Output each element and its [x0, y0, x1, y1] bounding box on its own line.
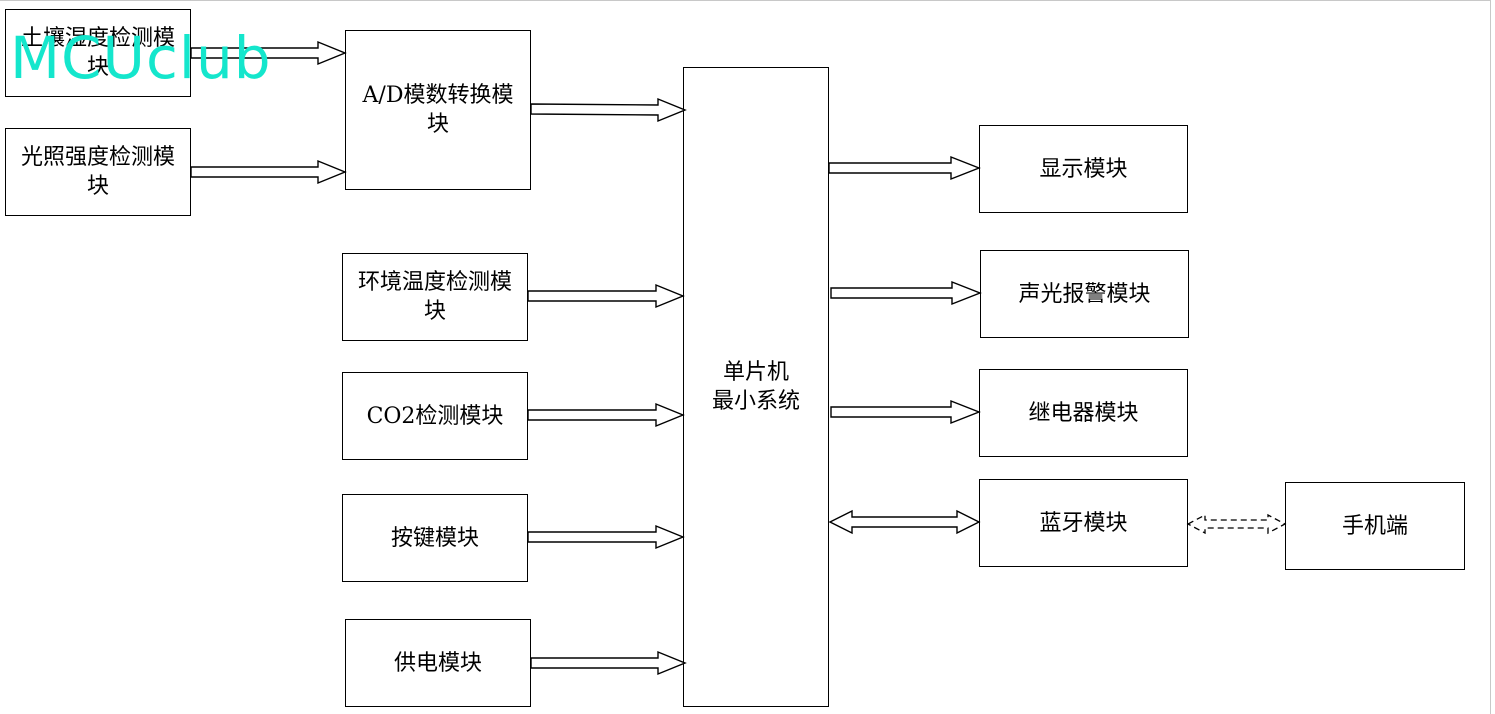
arrow-bluetooth-phone-dashed — [1186, 513, 1287, 535]
alarm-module-box: 声光报警模块 — [980, 250, 1189, 338]
display-label: 显示模块 — [1039, 156, 1128, 182]
phone-label: 手机端 — [1341, 513, 1408, 539]
env-temperature-label-line1: 环境温度检测模 — [357, 270, 512, 295]
light-intensity-module-box: 光照强度检测模块 — [5, 128, 191, 216]
relay-label: 继电器模块 — [1028, 400, 1139, 426]
arrow-env-temp-to-mcu — [527, 283, 685, 309]
arrow-light-to-adc — [190, 159, 347, 185]
arrow-co2-to-mcu — [527, 402, 685, 428]
keys-module-box: 按键模块 — [342, 494, 528, 582]
light-intensity-label-line2: 块 — [86, 174, 109, 199]
soil-moisture-label-line2: 块 — [86, 55, 109, 80]
arrow-mcu-to-relay — [830, 399, 981, 425]
co2-module-box: CO2检测模块 — [342, 372, 528, 460]
arrow-soil-to-adc — [190, 40, 347, 66]
display-module-box: 显示模块 — [979, 125, 1188, 213]
env-temperature-module-box: 环境温度检测模块 — [342, 253, 528, 341]
arrow-keys-to-mcu — [527, 524, 685, 550]
adc-label-line2: 块 — [426, 112, 449, 137]
canvas-border-top — [0, 0, 1490, 1]
bluetooth-module-box: 蓝牙模块 — [979, 479, 1188, 567]
phone-box: 手机端 — [1285, 482, 1465, 570]
co2-label: CO2检测模块 — [366, 403, 504, 429]
watermark-logo: MCUclub — [10, 24, 272, 92]
soil-moisture-label-line1: 土壤湿度检测模 — [20, 26, 175, 51]
arrow-mcu-to-display — [828, 155, 981, 181]
relay-module-box: 继电器模块 — [979, 369, 1188, 457]
mcu-system-box: 单片机最小系统 — [683, 67, 829, 707]
env-temperature-label-line2: 块 — [423, 299, 446, 324]
alarm-label: 声光报警模块 — [1018, 281, 1151, 307]
mcu-label-line1: 单片机 — [722, 360, 789, 385]
power-module-box: 供电模块 — [345, 619, 531, 707]
arrow-power-to-mcu — [530, 650, 687, 676]
light-intensity-label-line1: 光照强度检测模 — [20, 145, 175, 170]
soil-moisture-module-box: 土壤湿度检测模块 — [5, 9, 191, 97]
adc-module-box: A/D模数转换模块 — [345, 30, 531, 190]
power-label: 供电模块 — [393, 650, 482, 676]
adc-label-line1: A/D模数转换模 — [362, 83, 514, 108]
arrow-adc-to-mcu — [530, 97, 687, 123]
mcu-label-line2: 最小系统 — [711, 389, 800, 414]
bluetooth-label: 蓝牙模块 — [1039, 510, 1128, 536]
canvas-border-right — [1490, 0, 1491, 714]
keys-label: 按键模块 — [390, 525, 479, 551]
arrow-mcu-bluetooth-bidirectional — [828, 509, 981, 535]
arrow-mcu-to-alarm — [830, 280, 982, 306]
